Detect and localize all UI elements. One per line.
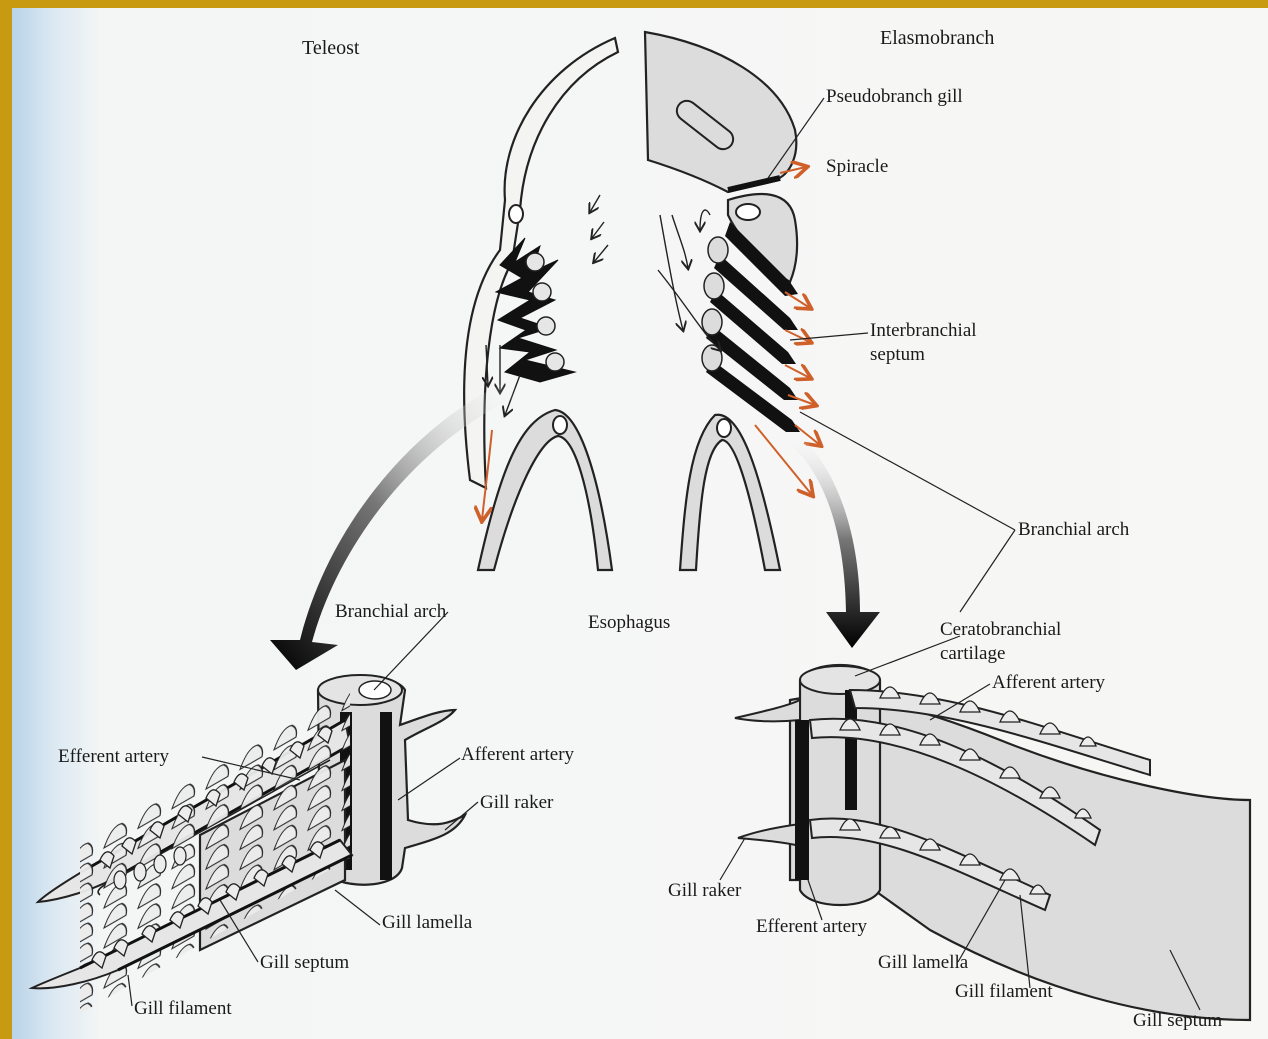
label-ceratobranchial-1: Ceratobranchial bbox=[940, 619, 1061, 640]
label-interbranchial-1: Interbranchial bbox=[870, 320, 977, 341]
label-ceratobranchial-2: cartilage bbox=[940, 643, 1005, 664]
teleost-gill-detail bbox=[32, 675, 465, 1014]
label-gill-lamella-right: Gill lamella bbox=[878, 952, 969, 973]
esophagus-walls bbox=[478, 410, 780, 570]
gill-diagram: Teleost Elasmobranch Pseudobranch gill S… bbox=[12, 8, 1268, 1039]
label-afferent-artery-right: Afferent artery bbox=[992, 672, 1106, 693]
label-elasmobranch: Elasmobranch bbox=[880, 27, 994, 49]
label-teleost: Teleost bbox=[302, 37, 360, 59]
diagram-page: Teleost Elasmobranch Pseudobranch gill S… bbox=[12, 8, 1268, 1039]
label-interbranchial-2: septum bbox=[870, 344, 925, 365]
big-arrow-right bbox=[785, 430, 880, 648]
label-gill-septum-right: Gill septum bbox=[1133, 1010, 1222, 1031]
label-gill-septum-left: Gill septum bbox=[260, 952, 349, 973]
label-gill-raker-right: Gill raker bbox=[668, 880, 742, 901]
label-efferent-artery-left: Efferent artery bbox=[58, 746, 169, 767]
label-spiracle: Spiracle bbox=[826, 156, 888, 177]
label-esophagus: Esophagus bbox=[588, 612, 670, 633]
label-gill-filament-right: Gill filament bbox=[955, 981, 1053, 1002]
label-gill-lamella-left: Gill lamella bbox=[382, 912, 473, 933]
label-gill-raker-left: Gill raker bbox=[480, 792, 554, 813]
label-branchial-arch-right: Branchial arch bbox=[1018, 519, 1130, 540]
label-pseudobranch-gill: Pseudobranch gill bbox=[826, 86, 963, 107]
elasmobranch-gill-detail bbox=[735, 665, 1250, 1020]
label-gill-filament-left: Gill filament bbox=[134, 998, 232, 1019]
elasmobranch-head bbox=[645, 32, 800, 432]
label-efferent-artery-right: Efferent artery bbox=[756, 916, 867, 937]
label-afferent-artery-left: Afferent artery bbox=[461, 744, 575, 765]
label-branchial-arch-left: Branchial arch bbox=[335, 601, 447, 622]
